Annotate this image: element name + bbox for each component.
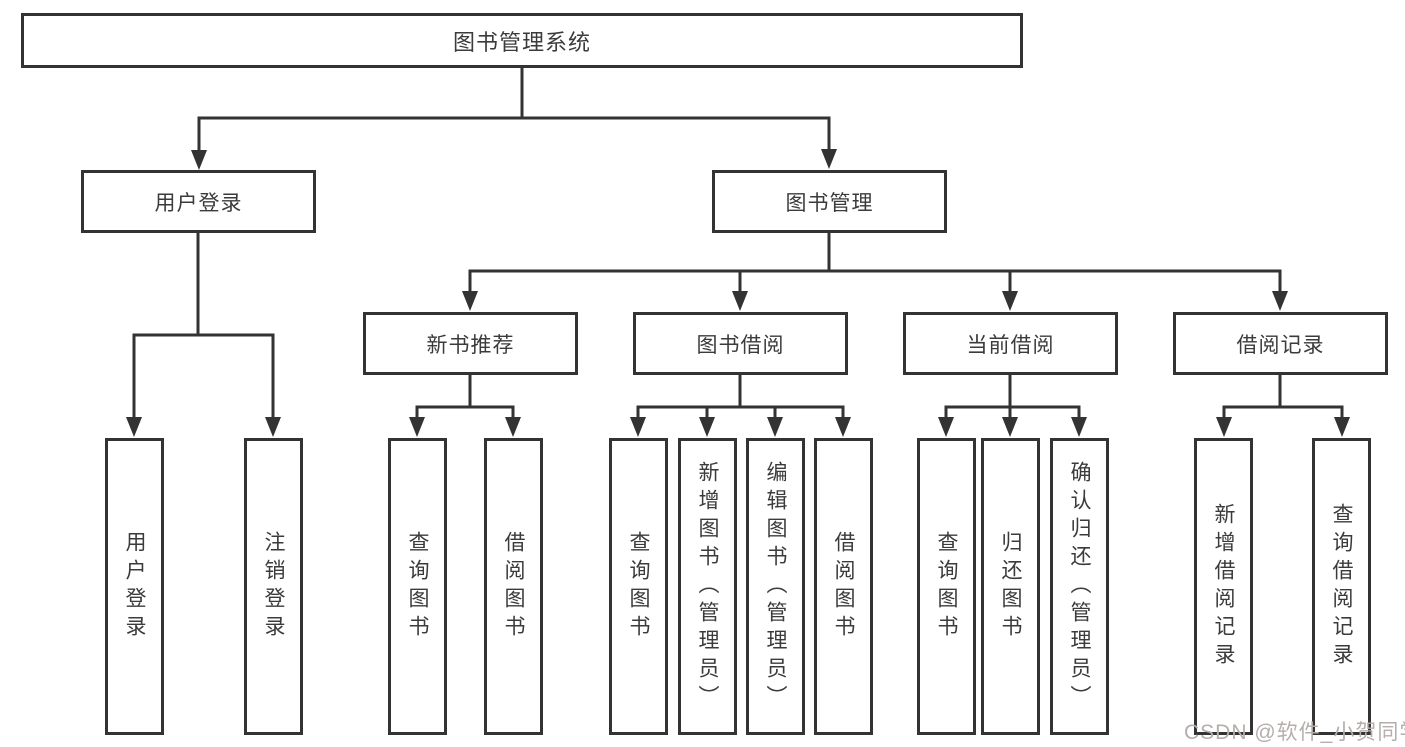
node-user-login: 用户登录 xyxy=(81,170,316,233)
leaf-label: 查询图书 xyxy=(935,530,958,643)
leaf-user-login: 用户登录 xyxy=(105,438,164,735)
node-label: 图书借阅 xyxy=(696,333,785,357)
leaf-add-books-admin: 新增图书（管理员） xyxy=(678,438,737,735)
leaf-label: 注销登录 xyxy=(262,530,285,643)
leaf-borrow-books-recommend: 借阅图书 xyxy=(484,438,543,735)
node-library-management-system: 图书管理系统 xyxy=(21,13,1023,68)
leaf-add-borrow-record: 新增借阅记录 xyxy=(1194,438,1253,735)
leaf-label: 用户登录 xyxy=(123,530,146,643)
leaf-label: 新增借阅记录 xyxy=(1212,502,1235,671)
node-borrow-records: 借阅记录 xyxy=(1173,312,1388,375)
leaf-query-books-borrow: 查询图书 xyxy=(609,438,668,735)
node-label: 当前借阅 xyxy=(966,333,1055,357)
arrow-shafts xyxy=(132,118,1344,421)
leaf-edit-books-admin: 编辑图书（管理员） xyxy=(746,438,805,735)
branch-lines xyxy=(132,66,1344,409)
leaf-query-books-current: 查询图书 xyxy=(917,438,976,735)
leaf-query-borrow-record: 查询借阅记录 xyxy=(1312,438,1371,735)
leaf-borrow-books: 借阅图书 xyxy=(814,438,873,735)
leaf-label: 借阅图书 xyxy=(832,530,855,643)
node-new-book-recommend: 新书推荐 xyxy=(363,312,578,375)
leaf-logout: 注销登录 xyxy=(244,438,303,735)
leaf-return-books: 归还图书 xyxy=(981,438,1040,735)
leaf-label: 查询图书 xyxy=(627,530,650,643)
node-label: 图书管理系统 xyxy=(452,29,591,55)
leaf-label: 归还图书 xyxy=(999,530,1022,643)
csdn-watermark: CSDN @软件_小贺同学 xyxy=(1184,721,1405,744)
leaf-label: 新增图书（管理员） xyxy=(696,460,719,713)
node-label: 新书推荐 xyxy=(426,333,515,357)
node-label: 图书管理 xyxy=(785,191,874,215)
node-book-borrow: 图书借阅 xyxy=(633,312,848,375)
node-label: 借阅记录 xyxy=(1236,333,1325,357)
node-current-borrow: 当前借阅 xyxy=(903,312,1118,375)
leaf-label: 查询图书 xyxy=(406,530,429,643)
leaf-confirm-return-admin: 确认归还（管理员） xyxy=(1050,438,1109,735)
arrow-heads xyxy=(126,149,1350,437)
leaf-label: 编辑图书（管理员） xyxy=(764,460,787,713)
leaf-label: 借阅图书 xyxy=(502,530,525,643)
leaf-label: 确认归还（管理员） xyxy=(1068,460,1091,713)
node-book-management: 图书管理 xyxy=(712,170,947,233)
node-label: 用户登录 xyxy=(154,191,243,215)
leaf-query-books-recommend: 查询图书 xyxy=(388,438,447,735)
leaf-label: 查询借阅记录 xyxy=(1330,502,1353,671)
